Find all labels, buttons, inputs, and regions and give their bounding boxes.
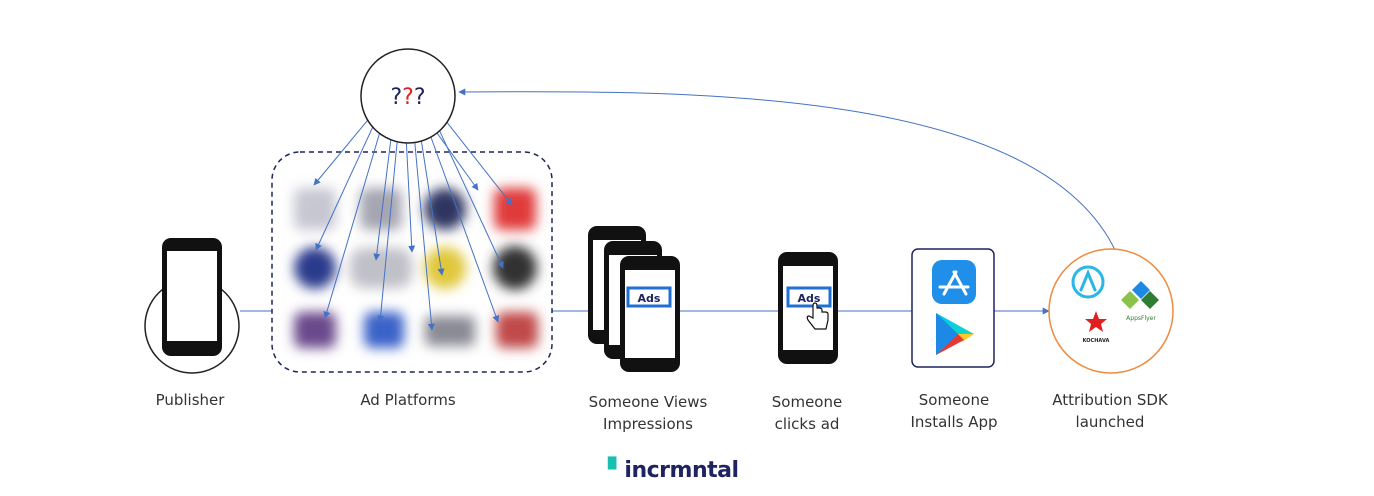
label-attribution-sdk: Attribution SDK launched — [1052, 391, 1168, 431]
label-ad-platforms: Ad Platforms — [360, 391, 456, 409]
app-stores-icon — [911, 248, 995, 368]
appsflyer-logo-icon: AppsFlyer — [1121, 281, 1159, 322]
brand-mark-icon: ▘ — [608, 458, 625, 483]
hand-cursor-icon — [806, 302, 829, 330]
appsflyer-label: AppsFlyer — [1126, 315, 1156, 322]
return-arrow — [458, 88, 1117, 253]
adjust-logo-icon — [1071, 265, 1105, 299]
ads-label-impressions: Ads — [638, 292, 661, 305]
app-store-icon — [932, 260, 976, 304]
clicks-ad-phone-icon: Ads — [778, 252, 838, 364]
incrmntal-logo: ▘incrmntal — [608, 458, 739, 483]
ads-label-click: Ads — [798, 292, 821, 305]
question-mark-3: ? — [414, 85, 426, 110]
question-mark-1: ? — [390, 85, 402, 110]
label-publisher: Publisher — [155, 391, 225, 409]
kochava-logo-icon: KOCHAVA — [1083, 311, 1110, 344]
kochava-label: KOCHAVA — [1083, 338, 1110, 344]
brand-text: incrmntal — [624, 458, 739, 483]
google-play-icon — [936, 313, 974, 355]
impressions-phones-icon: Ads — [588, 226, 680, 372]
attribution-sdk-icon: AppsFlyer KOCHAVA — [1048, 248, 1174, 374]
fan-arrows — [313, 114, 513, 331]
svg-text:???: ??? — [390, 85, 425, 110]
publisher-icon — [144, 238, 240, 374]
unknown-attribution-node: ??? — [360, 48, 456, 144]
question-mark-2: ? — [402, 85, 414, 110]
label-clicks-ad: Someone clicks ad — [771, 393, 843, 433]
label-views-impressions: Someone Views Impressions — [588, 393, 708, 433]
label-installs-app: Someone Installs App — [910, 391, 998, 431]
